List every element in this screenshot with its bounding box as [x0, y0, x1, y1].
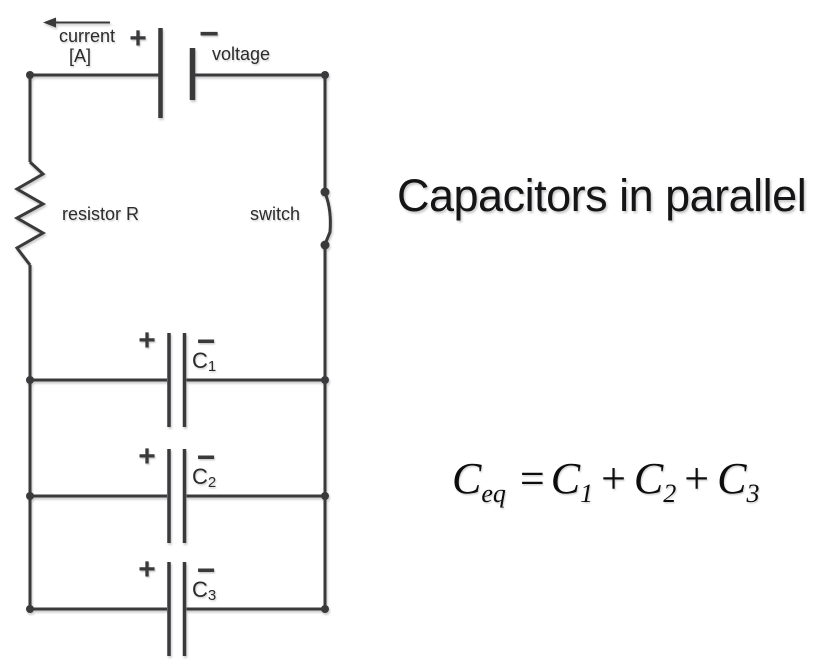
eq-t1-subscript: 1	[580, 479, 594, 508]
junction-dots	[26, 71, 330, 613]
eq-t2-letter: C	[633, 454, 664, 503]
cap1-minus-sign: −	[196, 323, 216, 359]
cap1-letter: C	[192, 348, 208, 373]
equation-term1: C1	[550, 454, 593, 508]
equation-lhs: Ceq	[452, 454, 506, 508]
cap2-plus-sign: +	[138, 440, 156, 473]
cap1-subscript: 1	[207, 358, 217, 375]
eq-t3-subscript: 3	[746, 479, 760, 508]
equation-term3: C3	[717, 454, 759, 508]
switch-top-contact	[320, 187, 330, 197]
cap3-minus-sign: −	[196, 552, 216, 588]
cap3-letter: C	[192, 577, 208, 602]
switch-arm	[324, 193, 332, 244]
cap2-minus-sign: −	[196, 439, 216, 475]
voltage-label: voltage	[212, 44, 271, 64]
current-label: current	[58, 26, 116, 46]
cap3-name: C3	[192, 578, 216, 608]
battery-plus-sign: +	[129, 22, 147, 55]
battery-minus-sign: −	[199, 15, 219, 53]
current-unit-label: [A]	[68, 46, 91, 66]
switch-label: switch	[250, 204, 301, 224]
cap3-plus-sign: +	[138, 553, 156, 586]
page-title: Capacitors in parallel	[397, 170, 807, 221]
equation-term2: C2	[633, 454, 676, 508]
cap2-name: C2	[192, 465, 216, 495]
plus-sign-2: +	[684, 454, 710, 503]
current-arrow-icon	[43, 17, 110, 28]
eq-t1-letter: C	[550, 454, 581, 503]
plus-sign-1: +	[601, 454, 626, 503]
switch-bottom-contact	[320, 240, 330, 250]
cap1-name: C1	[192, 349, 216, 379]
eq-lhs-letter: C	[452, 454, 482, 503]
eq-t2-subscript: 2	[663, 479, 677, 508]
cap2-letter: C	[192, 464, 208, 489]
eq-t3-letter: C	[717, 454, 747, 503]
cap2-subscript: 2	[207, 474, 217, 491]
cap3-subscript: 3	[207, 587, 217, 604]
equation: Ceq=C1+C2+C3	[452, 453, 759, 520]
cap1-plus-sign: +	[138, 324, 156, 357]
resistor-label: resistor R	[62, 204, 140, 224]
equals-sign: =	[519, 454, 545, 503]
resistor-zigzag	[13, 160, 47, 266]
eq-lhs-subscript: eq	[481, 479, 506, 508]
